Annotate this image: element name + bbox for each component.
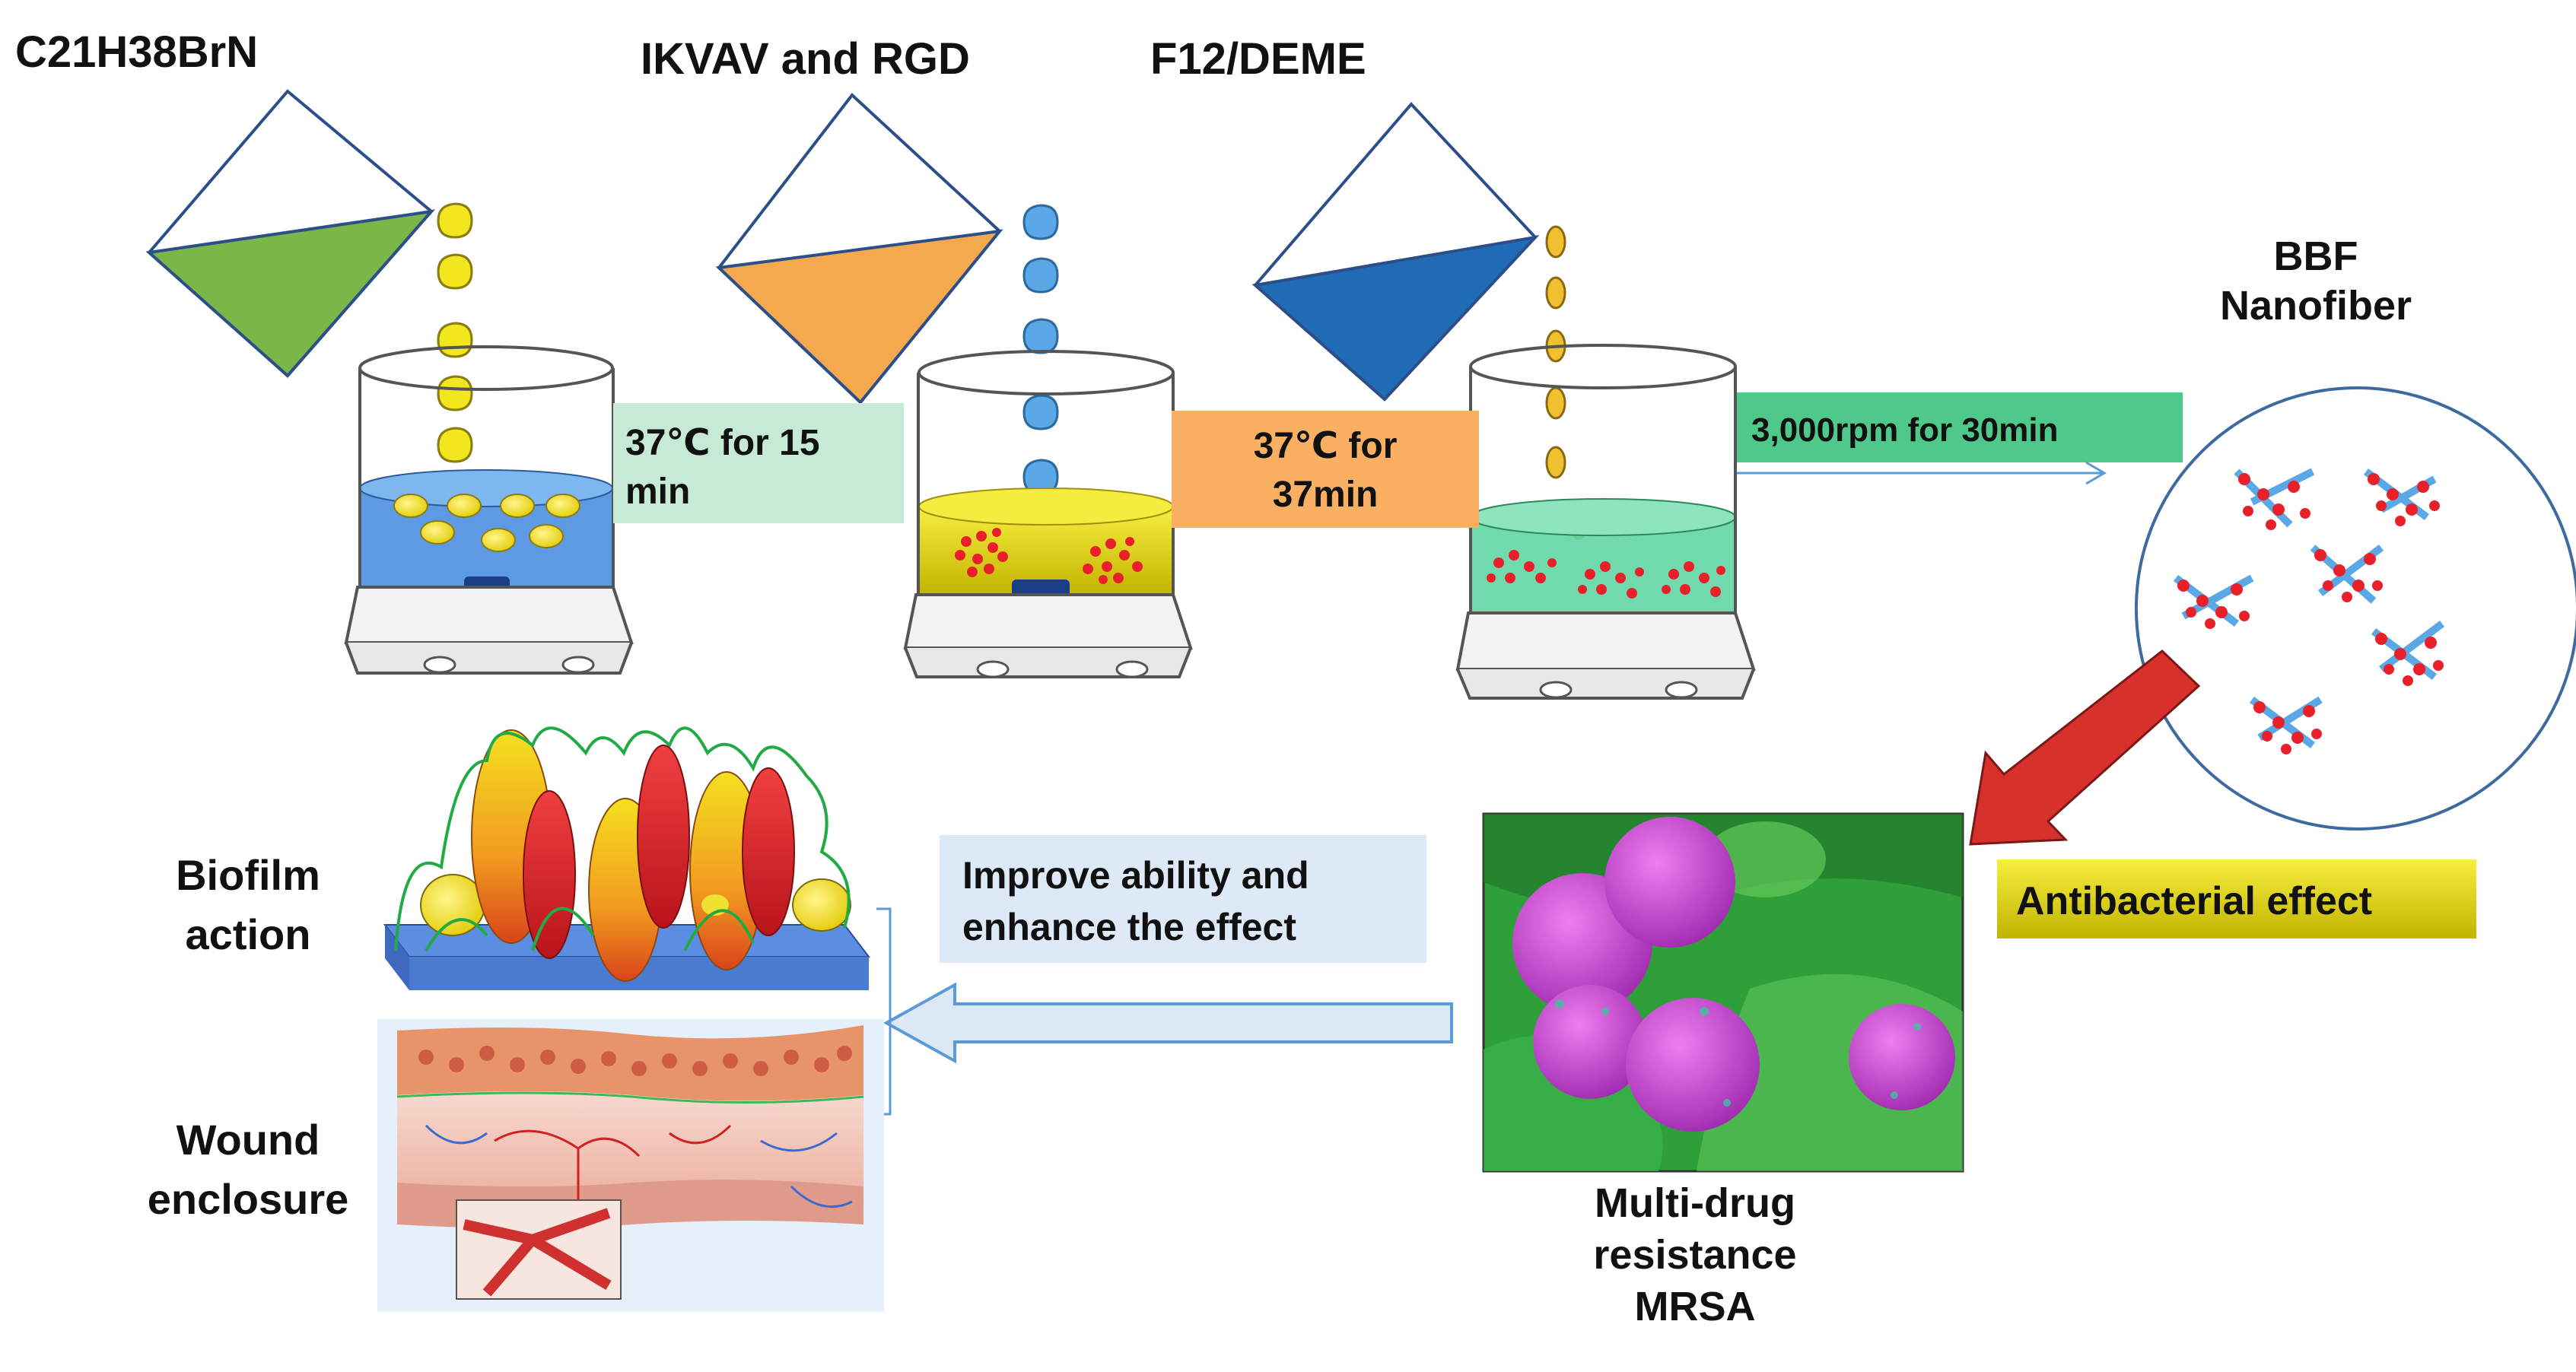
outcome-1-line-2: action (186, 910, 311, 958)
improve-line-2: enhance the effect (962, 906, 1296, 948)
reagent-label-2: IKVAV and RGD (641, 34, 970, 84)
reagent-flask-2 (715, 93, 1003, 405)
beaker-1 (344, 345, 634, 675)
step-box-3: 3,000rpm for 30min (1737, 392, 2183, 462)
mrsa-cocci (1512, 817, 1955, 1132)
droplets-blue-2 (1022, 204, 1059, 495)
step-3-line-1: 3,000rpm for 30min (1751, 411, 2059, 449)
reagent-flask-1 (145, 89, 436, 378)
mrsa-image (1482, 812, 1964, 1173)
product-title-line-1: BBF (2274, 233, 2358, 279)
product-title-line-2: Nanofiber (2220, 283, 2412, 329)
outcome-2-line-1: Wound (177, 1116, 320, 1164)
nanofiber-circle (2135, 386, 2576, 831)
step-1-line-2: min (625, 472, 690, 512)
wound-illustration (377, 1019, 884, 1312)
hollow-left-arrow (883, 982, 1453, 1064)
outcome-2-line-2: enclosure (148, 1175, 349, 1223)
reagent-flask-3 (1251, 102, 1540, 402)
effect-label: Antibacterial effect (2016, 879, 2372, 923)
pathogen-line-3: MRSA (1635, 1284, 1756, 1329)
improve-line-1: Improve ability and (962, 854, 1309, 897)
step-2-line-2: 37min (1273, 475, 1379, 515)
beaker-3 (1455, 344, 1756, 700)
step-box-2: 37℃ for 37min (1172, 411, 1479, 528)
pathogen-line-2: resistance (1593, 1232, 1796, 1278)
reagent-fill-1 (145, 209, 436, 378)
red-arrow (1969, 649, 2201, 846)
droplets-yellow-1 (437, 202, 473, 463)
biofilm-illustration (383, 726, 871, 990)
improve-box: Improve ability and enhance the effect (940, 835, 1426, 963)
reagent-fill-3 (1251, 235, 1540, 402)
droplets-gold-3 (1545, 225, 1588, 540)
reagent-fill-2 (715, 229, 1003, 405)
effect-box: Antibacterial effect (1997, 859, 2476, 938)
reagent-label-3: F12/DEME (1150, 34, 1366, 84)
step-3-arrow (1737, 461, 2107, 485)
reagent-label-1: C21H38BrN (15, 27, 258, 77)
pathogen-line-1: Multi-drug (1595, 1180, 1795, 1226)
step-2-line-1: 37℃ for (1254, 426, 1398, 466)
step-box-1: 37℃ for 15 min (613, 403, 904, 523)
outcome-1-line-1: Biofilm (176, 851, 320, 899)
beaker-2 (903, 350, 1193, 678)
step-1-line-1: 37℃ for 15 (625, 423, 820, 463)
